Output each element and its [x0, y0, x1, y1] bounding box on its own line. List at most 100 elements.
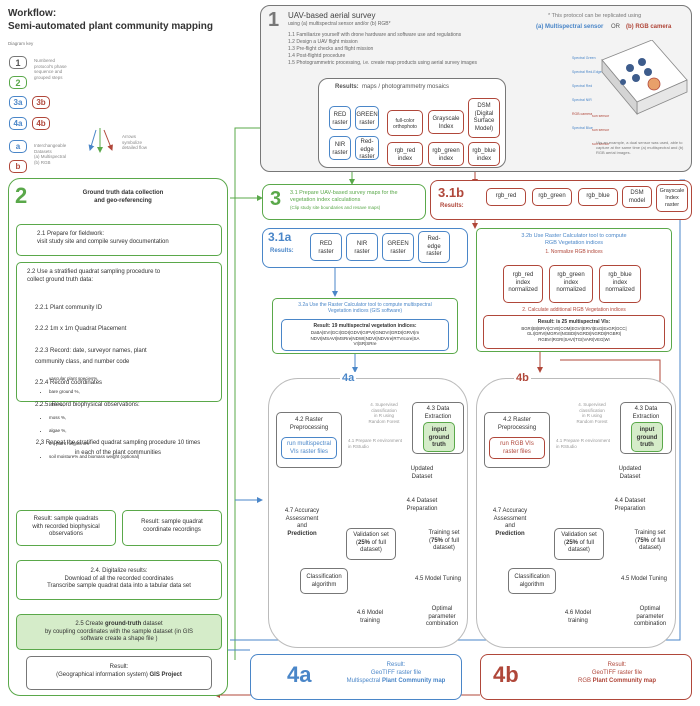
key-text-datasets: Interchangeable Datasets (a) Multispectr… — [34, 143, 67, 165]
4a-r-env: 4.1 Prepare R environment in RStudio — [348, 438, 403, 449]
phase4a-label: 4a — [340, 372, 357, 386]
step-2-1: 2.1 Prepare for fieldwork: visit study s… — [16, 224, 222, 256]
page-title: Workflow: Semi-automated plant community… — [8, 8, 214, 32]
key-text-arrows: Arrows symbolize detailed flow — [122, 134, 148, 151]
p3a-red-raster: RED raster — [310, 233, 342, 261]
p1-orthophoto: full-color orthophoto — [387, 110, 423, 136]
4a-validation-set: Validation set (25% of full dataset) — [346, 528, 396, 560]
rgb-blue-normalized: rgb_blue index normalized — [599, 265, 641, 303]
4a-input-ground-truth: input ground truth — [423, 422, 455, 452]
step-3-1-sub: (Clip study site boundaries and resave m… — [290, 205, 381, 210]
result-4a-number: 4a — [287, 662, 312, 687]
step-2-5: 2.5 Create ground-truth dataset by coupl… — [16, 614, 222, 650]
p3b-rgb-blue: rgb_blue — [578, 188, 618, 206]
4b-model-training: 4.6 Model training — [564, 610, 592, 624]
result-biophysical: Result: sample quadrats with recorded bi… — [16, 510, 116, 546]
4a-model-tuning: 4.5 Model Tuning — [414, 576, 462, 582]
sensor-labels: Spectral Green Spectral Red-Edge Spectra… — [572, 56, 602, 130]
p1-rgb-red-index: rgb_red index — [387, 142, 423, 166]
gis-project-result: Result: (Geographical information system… — [26, 656, 212, 690]
phase1-results-label: Results: — [335, 84, 359, 90]
4a-model-training: 4.6 Model training — [356, 610, 384, 624]
key-badge-3a: 3a — [9, 96, 27, 109]
sun-sensor-labels: sun sensor sun sensor sun sensor — [592, 114, 610, 146]
4b-updated-dataset: Updated Dataset — [618, 466, 642, 480]
4b-supervised: 4. Supervised classification in R using … — [576, 402, 608, 424]
multispectral-vi-result: Result: 19 multispectral vegetation indi… — [281, 319, 449, 351]
phase3b-results-label: Results: — [440, 203, 464, 209]
example-note: *As an example, a dual sensor was used, … — [596, 140, 684, 155]
p1-rgb-blue-index: rgb_blue index — [468, 142, 500, 166]
4a-supervised: 4. Supervised classification in R using … — [368, 402, 400, 424]
phase1-subtitle: using (a) multispectral sensor and/or (b… — [288, 21, 391, 27]
4a-classification-algorithm: Classification algorithm — [300, 568, 348, 594]
phase3a-number: 3.1a — [268, 230, 292, 244]
4b-data-extraction: 4.3 Data Extraction input ground truth — [620, 402, 672, 454]
key-badge-4a: 4a — [9, 117, 27, 130]
4a-dataset-prep: 4.4 Dataset Preparation — [406, 498, 438, 512]
biophysical-list: vascular plant species%, bare ground %, … — [37, 369, 139, 467]
step-3-1-text: 3.1 Prepare UAV-based survey maps for th… — [290, 190, 398, 203]
4a-training-set: Training set (75% of full dataset) — [428, 530, 460, 551]
key-title: Diagram key — [8, 41, 34, 46]
step-2-2: 2.2 Use a stratified quadrat sampling pr… — [16, 262, 222, 459]
p3b-dsm: DSM model — [622, 186, 652, 208]
option-multispectral: (a) Multispectral sensor — [536, 24, 604, 30]
phase1-number: 1 — [268, 9, 280, 31]
p3b-rgb-green: rgb_green — [532, 188, 572, 206]
result-4b-number: 4b — [493, 662, 519, 687]
phase3a-results-label: Results: — [270, 248, 294, 254]
4b-input-ground-truth: input ground truth — [631, 422, 663, 452]
result-4a: 4a Result: GeoTIFF raster file Multispec… — [250, 654, 462, 700]
p3b-grayscale: Grayscale Index raster — [656, 184, 688, 212]
phase2-title: Ground truth data collection and geo-ref… — [82, 190, 164, 204]
4b-training-set: Training set (75% of full dataset) — [634, 530, 666, 551]
rgb-vi-result: Result: is 25 multispectral VIs: BGRI|BI… — [483, 315, 665, 349]
p1-red-raster: RED raster — [329, 106, 351, 130]
4b-accuracy: 4.7 Accuracy Assessment and Prediction — [492, 508, 528, 537]
step-2-3: 2.3 Repeat the stratified quadrat sampli… — [35, 440, 201, 457]
result-coordinates: Result: sample quadrat coordinate record… — [122, 510, 222, 546]
p1-rgb-green-index: rgb_green index — [428, 142, 464, 166]
rgb-green-normalized: rgb_green index normalized — [549, 265, 593, 303]
p1-nir-raster: NIR raster — [329, 136, 351, 160]
step-3-2b: 3.2b Use Raster Calculator tool to compu… — [476, 228, 672, 352]
p3b-rgb-red: rgb_red — [486, 188, 526, 206]
p1-rededge-raster: Red- edge raster — [355, 136, 379, 160]
4b-optimal-params: Optimal parameter combination — [633, 606, 667, 627]
step-2-2-items: 2.2.1 Plant community ID 2.2.2 1m x 1m Q… — [35, 304, 147, 408]
key-badge-2: 2 — [9, 76, 27, 89]
p3a-nir-raster: NIR raster — [346, 233, 378, 261]
option-or: OR — [611, 24, 620, 30]
4b-classification-algorithm: Classification algorithm — [508, 568, 556, 594]
phase3b-number: 3.1b — [438, 185, 465, 200]
p3a-rededge-raster: Red- edge raster — [418, 231, 450, 263]
4a-optimal-params: Optimal parameter combination — [425, 606, 459, 627]
key-badge-a: a — [9, 140, 27, 153]
key-badge-b: b — [9, 160, 27, 173]
protocol-note: * This protocol can be replicated using — [548, 13, 642, 19]
phase4b-label: 4b — [514, 372, 531, 386]
4a-raster-preprocessing: 4.2 Raster Preprocessing run multispectr… — [276, 412, 342, 468]
p3a-green-raster: GREEN raster — [382, 233, 414, 261]
option-rgb: (b) RGB camera — [626, 24, 672, 30]
4a-accuracy: 4.7 Accuracy Assessment and Prediction — [284, 508, 320, 537]
4b-dataset-prep: 4.4 Dataset Preparation — [614, 498, 646, 512]
p1-grayscale-index: Grayscale Index — [428, 110, 464, 134]
dual-sensor-illustration — [601, 40, 688, 116]
step-2-4: 2.4. Digitalize results: Download of all… — [16, 560, 222, 600]
p1-dsm: DSM (Digital Surface Model) — [468, 98, 500, 138]
rgb-red-normalized: rgb_red index normalized — [503, 265, 543, 303]
4b-raster-preprocessing: 4.2 Raster Preprocessing run RGB VIs ras… — [484, 412, 550, 468]
phase1-title: UAV-based aerial survey — [288, 11, 376, 20]
4b-run-rgb: run RGB VIs raster files — [489, 437, 545, 459]
result-4b: 4b Result: GeoTIFF raster file RGB Plant… — [480, 654, 692, 700]
4b-r-env: 4.1 Prepare R environment in RStudio — [556, 438, 611, 449]
p1-green-raster: GREEN raster — [355, 106, 379, 130]
phase1-steps: 1.1 Familiarize yourself with drone hard… — [288, 32, 477, 66]
key-badge-1: 1 — [9, 56, 27, 69]
4b-model-tuning: 4.5 Model Tuning — [620, 576, 668, 582]
phase1-results-text: maps / photogrammetry mosaics — [362, 84, 450, 90]
step-3-1 — [262, 184, 426, 220]
